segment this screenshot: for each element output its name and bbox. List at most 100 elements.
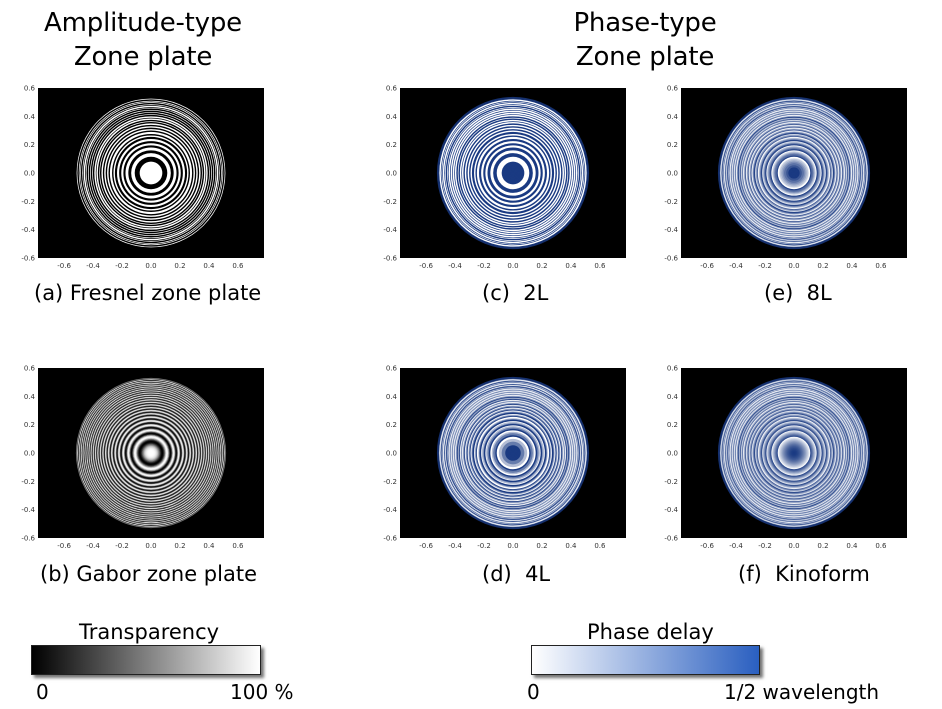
y-tick-label: 0.4: [667, 393, 679, 401]
x-tick-label: 0.2: [817, 542, 828, 550]
y-tick-label: -0.4: [664, 506, 678, 514]
y-tick-label: 0.2: [386, 421, 397, 429]
x-tick-label: -0.4: [86, 542, 100, 550]
y-tick-label: -0.4: [21, 226, 35, 234]
y-tick-label: 0.0: [24, 170, 35, 178]
zone-plate-rim: [436, 96, 590, 250]
x-tick-label: 0.0: [507, 262, 518, 270]
x-tick-label: 0.4: [565, 262, 577, 270]
phase-legend-title: Phase delay: [587, 620, 714, 644]
amplitude-heading-line2: Zone plate: [73, 42, 213, 72]
x-tick-label: 0.6: [875, 262, 887, 270]
y-tick-label: 0.2: [667, 141, 678, 149]
x-tick-label: -0.2: [758, 542, 772, 550]
x-tick-label: -0.6: [419, 262, 433, 270]
transparency-legend-title: Transparency: [79, 620, 220, 644]
x-tick-label: -0.6: [419, 542, 433, 550]
caption-2L: (c) 2L: [482, 281, 549, 305]
caption-8L: (e) 8L: [764, 281, 832, 305]
zone-ring: [793, 452, 795, 454]
y-tick-label: -0.4: [21, 506, 35, 514]
x-tick-label: -0.6: [57, 262, 71, 270]
x-tick-label: -0.2: [758, 262, 772, 270]
amplitude-heading: Amplitude-type Zone plate: [28, 6, 258, 74]
caption-gabor: (b) Gabor zone plate: [40, 562, 257, 586]
y-tick-label: 0.6: [24, 85, 36, 93]
y-tick-label: -0.2: [664, 478, 678, 486]
y-tick-label: 0.6: [667, 85, 679, 93]
y-tick-label: 0.4: [667, 113, 679, 121]
zone-ring: [512, 452, 514, 454]
x-tick-label: -0.2: [115, 542, 129, 550]
y-tick-label: -0.6: [21, 255, 35, 263]
y-tick-label: 0.6: [386, 85, 398, 93]
y-tick-label: -0.2: [664, 198, 678, 206]
y-tick-label: -0.2: [21, 478, 35, 486]
x-tick-label: 0.2: [536, 262, 547, 270]
y-tick-label: -0.2: [383, 198, 397, 206]
phase-colorbar: [531, 645, 760, 675]
y-tick-label: -0.2: [21, 198, 35, 206]
x-tick-label: 0.2: [174, 262, 185, 270]
zone-ring: [150, 452, 152, 454]
zone-ring: [793, 172, 795, 174]
zone-plate-plot-2L: -0.6 -0.4 -0.2 0.0 0.2 0.4 0.6 0.6 0.4 0.2 0.0 -0.2…: [383, 85, 626, 270]
x-tick-label: -0.4: [448, 262, 462, 270]
y-tick-label: -0.6: [383, 535, 397, 543]
x-tick-label: -0.4: [729, 262, 743, 270]
transparency-colorbar: [31, 645, 261, 675]
y-tick-label: -0.6: [664, 255, 678, 263]
phase-max-label: 1/2 wavelength: [724, 680, 880, 704]
panel-8L: -0.6 -0.4 -0.2 0.0 0.2 0.4 0.6 0.6 0.4 0.2 0.0 -0.2…: [663, 84, 913, 276]
caption-4L: (d) 4L: [482, 562, 551, 586]
y-tick-label: 0.6: [667, 365, 679, 373]
phase-min-label: 0: [527, 680, 540, 704]
y-tick-label: -0.2: [383, 478, 397, 486]
x-tick-label: 0.6: [232, 262, 244, 270]
x-tick-label: -0.2: [477, 542, 491, 550]
y-tick-label: 0.6: [386, 365, 398, 373]
x-tick-label: 0.4: [565, 542, 577, 550]
y-tick-label: 0.2: [667, 421, 678, 429]
y-tick-label: 0.4: [386, 113, 398, 121]
x-tick-label: 0.2: [817, 262, 828, 270]
x-tick-label: 0.6: [594, 542, 606, 550]
amplitude-heading-line1: Amplitude-type: [44, 8, 242, 38]
y-tick-label: 0.2: [24, 141, 35, 149]
y-tick-label: 0.0: [667, 450, 678, 458]
y-tick-label: -0.6: [21, 535, 35, 543]
x-tick-label: 0.0: [788, 542, 799, 550]
x-tick-label: 0.0: [145, 262, 156, 270]
x-tick-label: -0.2: [477, 262, 491, 270]
x-tick-label: -0.4: [448, 542, 462, 550]
x-tick-label: 0.2: [536, 542, 547, 550]
x-tick-label: 0.0: [788, 262, 799, 270]
y-tick-label: -0.6: [664, 535, 678, 543]
y-tick-label: 0.4: [24, 393, 36, 401]
y-tick-label: 0.6: [24, 365, 36, 373]
phase-heading: Phase-type Zone plate: [530, 6, 760, 74]
zone-plate-rim: [717, 96, 871, 250]
y-tick-label: -0.4: [383, 226, 397, 234]
y-tick-label: 0.4: [24, 113, 36, 121]
y-tick-label: 0.4: [386, 393, 398, 401]
y-tick-label: 0.2: [24, 421, 35, 429]
y-tick-label: 0.0: [386, 170, 397, 178]
x-tick-label: -0.6: [700, 262, 714, 270]
zone-ring: [512, 172, 514, 174]
panel-2L: -0.6 -0.4 -0.2 0.0 0.2 0.4 0.6 0.6 0.4 0.2 0.0 -0.2…: [382, 84, 632, 276]
x-tick-label: 0.4: [846, 262, 858, 270]
transparency-max-label: 100 %: [230, 680, 294, 704]
y-tick-label: 0.2: [386, 141, 397, 149]
caption-kinoform: (f) Kinoform: [738, 562, 870, 586]
y-tick-label: 0.0: [386, 450, 397, 458]
y-tick-label: 0.0: [667, 170, 678, 178]
zone-ring: [150, 172, 152, 174]
zone-plate-plot-8L: -0.6 -0.4 -0.2 0.0 0.2 0.4 0.6 0.6 0.4 0.2 0.0 -0.2…: [664, 85, 907, 270]
x-tick-label: 0.6: [594, 262, 606, 270]
